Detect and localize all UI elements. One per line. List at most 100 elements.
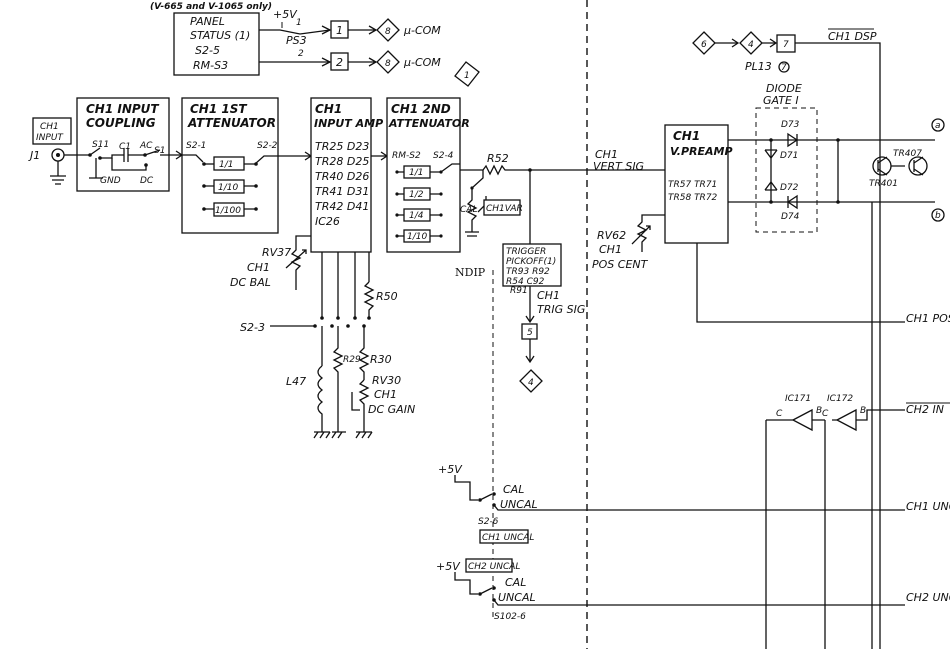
- cal-label: CAL: [460, 205, 477, 215]
- plus5v-top-label: +5V: [273, 8, 298, 21]
- pin-box-1-label: 1: [336, 24, 343, 37]
- input-amp-line7: TR42 D41: [315, 200, 369, 213]
- diamond-1-label: 1: [464, 71, 470, 81]
- ch2-uncal-tag: [465, 558, 513, 573]
- panel-status-section: (V-665 and V-1065 only) PANEL STATUS (1)…: [150, 2, 480, 87]
- att2-rows: 1/1 1/2 1/4 1/10: [395, 163, 460, 243]
- v-preamp-line3: TR57 TR71: [668, 180, 717, 190]
- ic172-buffer-icon: [835, 408, 857, 432]
- vert-sig-section: CH1 VERT SIG RV62 CH1 POS CENT: [530, 148, 665, 271]
- plus5v-a-label: +5V: [438, 463, 463, 476]
- mu-com-label-2: μ-COM: [403, 56, 441, 69]
- d71-icon: [764, 149, 778, 160]
- v-preamp-line4: TR58 TR72: [668, 193, 718, 203]
- s2-1-label: S2-1: [186, 141, 206, 151]
- plus5v-b-label: +5V: [436, 560, 461, 573]
- ch2-uncal-tag-label: CH2 UNCAL: [468, 562, 520, 572]
- ch1-input-tag: [32, 117, 72, 145]
- input-amp-title1: CH1: [315, 102, 342, 116]
- s102-6-label: S102-6: [494, 612, 526, 622]
- pin-box-7-label: 7: [783, 40, 789, 50]
- ch1-vert-sig-line2: VERT SIG: [593, 160, 644, 173]
- j1-label: J1: [28, 149, 40, 162]
- diamond-4b-label: 4: [748, 40, 754, 50]
- top-right-signal: 6 4 7 CH1 DSP PL13 7: [692, 28, 881, 649]
- pin-box-5-label: 5: [527, 328, 533, 338]
- ic-buffer-section: IC171 IC172 C B C B CH2 IN CH1 UNCA CH2 …: [765, 202, 950, 649]
- diamond-8-top-label: 8: [385, 27, 391, 37]
- boundary-lines: [492, 0, 588, 649]
- diamond-4-label: 4: [528, 378, 534, 388]
- diode-gate-title1: DIODE: [766, 82, 802, 95]
- panel-status-line1: PANEL: [190, 15, 225, 28]
- ch1-trig-sig-line2: TRIG SIG: [537, 303, 585, 316]
- ic171-label: IC171: [785, 394, 811, 404]
- ch1-input-tag-line1: CH1: [40, 122, 59, 132]
- d72-label: D72: [780, 183, 799, 193]
- ch1-dsp-label: CH1 DSP: [828, 30, 877, 43]
- att2-1-10: 1/10: [407, 232, 427, 242]
- tr407-label: TR407: [893, 149, 922, 159]
- r50-label: R50: [376, 290, 398, 303]
- pl13-label: PL13: [745, 60, 772, 73]
- diamond-4: [519, 369, 543, 393]
- gnd-label: GND: [100, 176, 121, 186]
- ch1-input-section: CH1 INPUT J1: [28, 117, 77, 185]
- trigger-pickoff-line2: PICKOFF(1): [506, 257, 556, 267]
- input-amp-line5: TR40 D26: [315, 170, 369, 183]
- ps3-label: PS3: [286, 34, 307, 47]
- transistor-section: TR407 TR401 a b: [869, 118, 945, 222]
- rv30-label2: CH1: [374, 388, 397, 401]
- diamond-8-bottom-label: 8: [385, 59, 391, 69]
- node-a-label: a: [935, 121, 941, 131]
- second-attenuator-title1: CH1 2ND: [391, 102, 451, 116]
- trigger-pickoff-line1: TRIGGER: [506, 247, 546, 257]
- att1-1-10: 1/10: [218, 183, 238, 193]
- input-coupling-box: [76, 97, 170, 192]
- panel-status-box: [173, 12, 260, 76]
- trigger-pickoff-line5: R91: [510, 286, 528, 296]
- ic-b1-label: B: [816, 406, 822, 416]
- ic-b2-label: B: [860, 406, 866, 416]
- input-coupling-title1: CH1 INPUT: [86, 102, 159, 116]
- cal-variable-section: R52 CAL CH1VAR NDIP: [455, 152, 530, 279]
- rv37-label1: RV37: [262, 246, 291, 259]
- uncal-b-label: UNCAL: [498, 591, 536, 604]
- ic-c2-label: C: [822, 409, 829, 419]
- ch1-uncal-tag-label: CH1 UNCAL: [482, 533, 534, 543]
- tr401-label: TR401: [869, 179, 898, 189]
- diamond-6: [692, 31, 716, 55]
- second-attenuator-title2: ATTENUATOR: [388, 117, 470, 130]
- tr407-icon: [908, 156, 928, 176]
- ch1var-box: [483, 199, 521, 216]
- diamond-4b: [739, 31, 763, 55]
- ch1-input-tag-line2: INPUT: [36, 133, 64, 143]
- d73-icon: [787, 132, 799, 148]
- s2-6-label: S2-6: [478, 517, 499, 527]
- first-attenuator-title2: ATTENUATOR: [187, 116, 276, 130]
- header-note: (V-665 and V-1065 only): [150, 2, 272, 12]
- rv62-label3: POS CENT: [592, 258, 649, 271]
- first-attenuator-block: CH1 1ST ATTENUATOR S2-1 S2-2 1/1 1/10 1/…: [181, 97, 313, 234]
- ndip-label: NDIP: [455, 266, 486, 279]
- d72-icon: [764, 180, 778, 191]
- trigger-pickoff-box: [502, 243, 562, 287]
- diamond-8-bottom: [376, 50, 400, 74]
- s11-label: S11: [92, 140, 109, 150]
- r52-label: R52: [487, 152, 509, 165]
- dc-label: DC: [140, 176, 154, 186]
- att1-1-1: 1/1: [219, 160, 233, 170]
- att2-1-4: 1/4: [409, 211, 424, 221]
- d74-icon: [786, 194, 798, 210]
- ic-c1-label: C: [776, 409, 783, 419]
- panel-status-line2: STATUS (1): [190, 29, 250, 42]
- rv37-label2: CH1: [247, 261, 270, 274]
- l47-label: L47: [286, 375, 306, 388]
- diode-gate-box: [755, 107, 818, 233]
- mu-com-label-1: μ-COM: [403, 24, 441, 37]
- ch1-uncal-right-label: CH1 UNCA: [906, 500, 950, 513]
- dc-gain-network: R50 S2-3 L47 R29 R30 RV30 CH1 DC GAIN: [240, 252, 415, 439]
- s2-3-label: S2-3: [240, 321, 265, 334]
- rv62-label1: RV62: [597, 229, 626, 242]
